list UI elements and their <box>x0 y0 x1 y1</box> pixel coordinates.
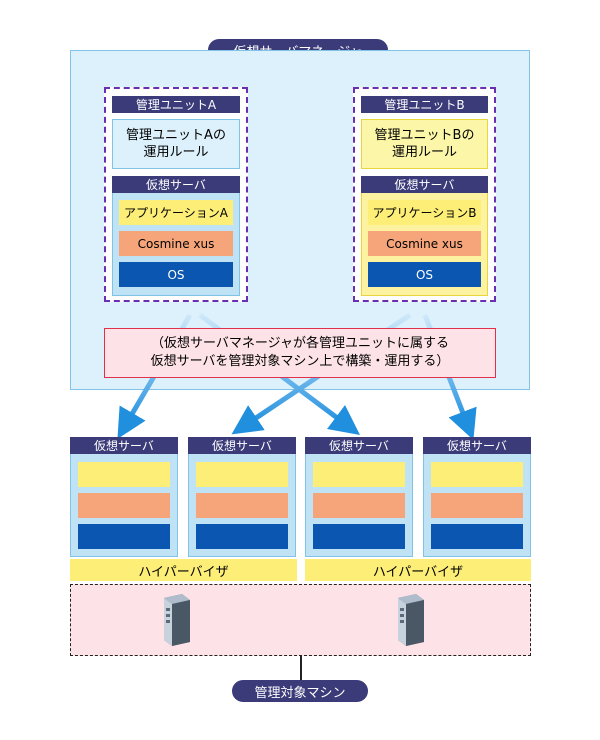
unit-a-vserver-label: 仮想サーバ <box>112 176 240 193</box>
target-vserver-1-os <box>78 524 170 549</box>
target-vserver-1-label: 仮想サーバ <box>70 437 178 454</box>
target-vserver-3-os <box>313 524 405 549</box>
target-vserver-1-middleware <box>78 493 170 518</box>
note-box: （仮想サーバマネージャが各管理ユニットに属する 仮想サーバを管理対象マシン上で構… <box>104 328 496 378</box>
machines-connector-line <box>300 656 302 681</box>
target-vserver-2-app <box>196 462 288 487</box>
hypervisor-left: ハイパーバイザ <box>70 559 297 581</box>
server-tower-icon <box>398 594 424 646</box>
target-vserver-4-middleware <box>431 493 523 518</box>
hypervisor-right: ハイパーバイザ <box>305 559 531 581</box>
unit-a-app: アプリケーションA <box>119 200 233 225</box>
target-vserver-4-os <box>431 524 523 549</box>
target-vserver-2-middleware <box>196 493 288 518</box>
unit-b-app: アプリケーションB <box>368 200 481 225</box>
target-vserver-1-app <box>78 462 170 487</box>
target-vserver-2-label: 仮想サーバ <box>188 437 296 454</box>
unit-a-middleware: Cosmine xus <box>119 231 233 256</box>
managed-machines-label: 管理対象マシン <box>232 680 368 702</box>
target-vserver-3-app <box>313 462 405 487</box>
unit-b-middleware: Cosmine xus <box>368 231 481 256</box>
target-vserver-4-label: 仮想サーバ <box>423 437 531 454</box>
target-vserver-2-os <box>196 524 288 549</box>
target-vserver-4-app <box>431 462 523 487</box>
server-tower-icon <box>164 594 190 646</box>
managed-machines-box <box>70 584 531 656</box>
unit-a-os: OS <box>119 262 233 287</box>
unit-b-os: OS <box>368 262 481 287</box>
unit-a-label: 管理ユニットA <box>112 96 240 113</box>
target-vserver-3-label: 仮想サーバ <box>305 437 413 454</box>
unit-b-label: 管理ユニットB <box>361 96 488 113</box>
unit-a-rule: 管理ユニットAの 運用ルール <box>112 119 240 169</box>
target-vserver-3-middleware <box>313 493 405 518</box>
unit-b-vserver-label: 仮想サーバ <box>361 176 488 193</box>
unit-b-rule: 管理ユニットBの 運用ルール <box>361 119 488 169</box>
